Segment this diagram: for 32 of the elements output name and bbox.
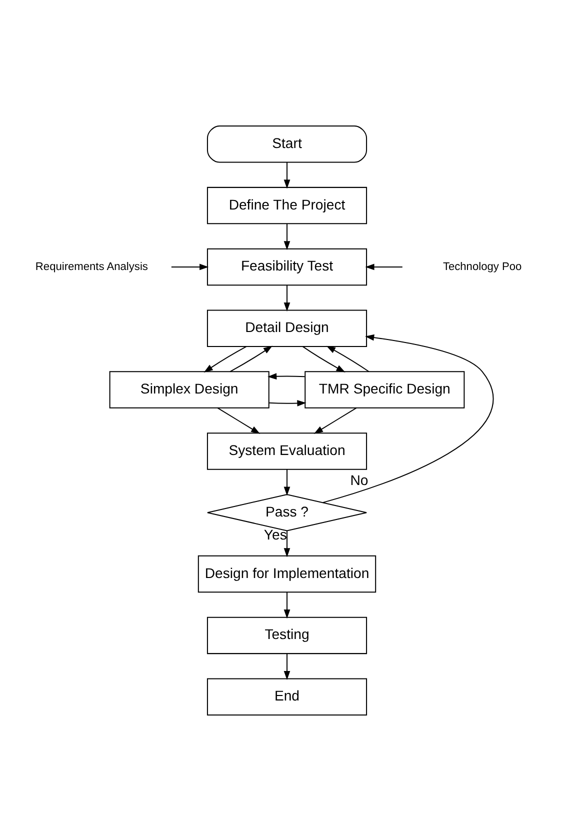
arrow — [326, 345, 370, 372]
arrow — [268, 372, 305, 380]
arrow — [204, 346, 247, 372]
arrow — [314, 407, 357, 434]
node-box: Simplex Design — [109, 370, 270, 408]
node-text: Requirements Analysis — [35, 260, 148, 272]
edge-label: No — [350, 471, 368, 488]
arrow — [365, 263, 402, 270]
node-box: End — [206, 678, 368, 715]
arrow — [284, 653, 290, 680]
arrow — [284, 468, 290, 496]
arrow — [284, 223, 290, 250]
node-text: Technology Poo — [442, 260, 522, 272]
arrow — [284, 284, 290, 312]
arrow — [217, 407, 260, 434]
node-box: Start — [206, 125, 368, 162]
node-box: Design for Implementation — [198, 554, 376, 592]
arrow — [284, 592, 290, 618]
arrow — [284, 162, 290, 188]
arrow — [322, 334, 494, 503]
arrow — [171, 263, 209, 270]
node-box: Detail Design — [206, 309, 368, 346]
arrow — [230, 345, 272, 372]
arrow — [269, 400, 306, 406]
node-diamond: Pass ? — [206, 493, 368, 531]
node-box: System Evaluation — [206, 432, 368, 470]
node-box: TMR Specific Design — [304, 370, 465, 408]
node-box: Feasibility Test — [206, 248, 368, 286]
node-box: Testing — [206, 616, 368, 654]
arrow — [284, 530, 290, 557]
node-box: Define The Project — [206, 186, 368, 224]
arrow — [302, 346, 346, 372]
